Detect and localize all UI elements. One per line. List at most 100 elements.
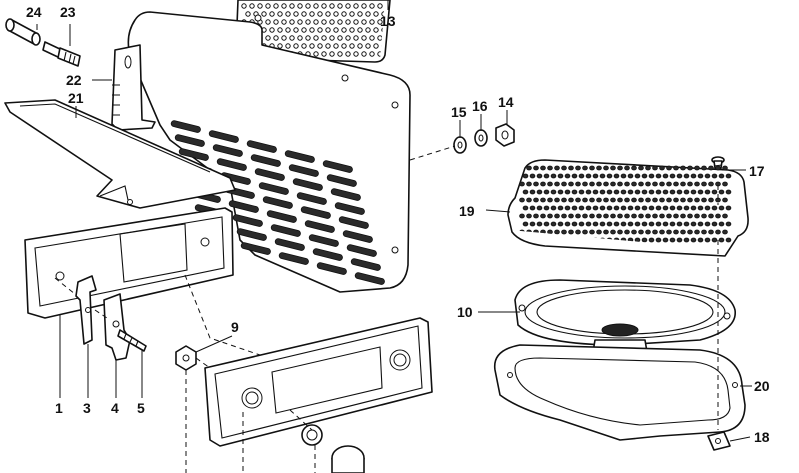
perforation (631, 181, 637, 187)
perforation (317, 43, 323, 49)
perforation (589, 181, 595, 187)
perforation (718, 189, 725, 195)
callout-5: 5 (137, 400, 145, 416)
vent-slot (170, 120, 201, 133)
perforation (357, 11, 363, 17)
perforation (536, 221, 543, 227)
perforation (655, 189, 662, 195)
perforation (701, 197, 707, 203)
perforation (659, 213, 665, 219)
perforation (708, 213, 714, 219)
perforation (543, 221, 550, 227)
perforation (365, 43, 371, 49)
perforation (578, 189, 585, 195)
perforation (704, 173, 711, 179)
vent-slot (236, 228, 267, 241)
perforation (610, 197, 616, 203)
perforation (652, 165, 658, 171)
perforation (666, 229, 672, 235)
perforation (624, 197, 630, 203)
perforation (711, 189, 718, 195)
perforation (631, 213, 637, 219)
perforation (297, 35, 303, 41)
perforation (578, 221, 585, 227)
perforation (568, 229, 574, 235)
part-14-nut (495, 123, 515, 147)
perforation (648, 205, 655, 211)
part-20-mounting-ring (493, 344, 746, 441)
perforation (533, 197, 539, 203)
perforation (333, 27, 339, 33)
perforation (673, 213, 679, 219)
perforation (662, 205, 669, 211)
vent-slot (258, 182, 289, 195)
callout-13: 13 (380, 13, 396, 29)
vent-slot (338, 216, 369, 229)
perforation (596, 197, 602, 203)
perforation (269, 27, 275, 33)
perforation (561, 197, 567, 203)
perforation (540, 165, 546, 171)
perforation (687, 181, 693, 187)
perforation (690, 189, 697, 195)
perforation (694, 197, 700, 203)
callout-22: 22 (66, 72, 82, 88)
part-1-rear-frame (24, 207, 234, 319)
perforation (680, 181, 686, 187)
perforation (345, 3, 351, 9)
perforation (575, 165, 581, 171)
perforation (676, 205, 683, 211)
vent-slot (246, 140, 277, 153)
perforation (599, 189, 606, 195)
perforation (652, 213, 658, 219)
vent-slot (266, 210, 297, 223)
perforation (655, 221, 662, 227)
callout-24: 24 (26, 4, 42, 20)
vent-slot (174, 134, 205, 147)
perforation (638, 181, 644, 187)
perforation (683, 189, 690, 195)
perforation (627, 189, 634, 195)
perforation (627, 173, 634, 179)
perforation (369, 51, 375, 57)
perforation (638, 229, 644, 235)
perforation (373, 27, 379, 33)
perforation (641, 189, 648, 195)
perforation (638, 213, 644, 219)
perforation (564, 173, 571, 179)
perforation (571, 205, 578, 211)
perforation (690, 237, 697, 243)
perforation (648, 221, 655, 227)
perforation (554, 229, 560, 235)
callout-14: 14 (498, 94, 514, 110)
perforation (722, 197, 728, 203)
perforation (329, 35, 335, 41)
perforation (641, 173, 648, 179)
perforation (620, 205, 627, 211)
perforation (361, 35, 367, 41)
perforation (697, 173, 704, 179)
perforation (694, 213, 700, 219)
perforation (297, 19, 303, 25)
perforation (603, 229, 609, 235)
perforation (305, 35, 311, 41)
perforation (589, 229, 595, 235)
perforation (722, 181, 728, 187)
perforation (634, 189, 641, 195)
perforation (533, 181, 539, 187)
perforation (575, 213, 581, 219)
perforation (585, 189, 592, 195)
perforation (624, 181, 630, 187)
vent-slot (296, 192, 327, 205)
perforation (585, 173, 592, 179)
perforation (589, 165, 595, 171)
perforation (606, 189, 613, 195)
perforation (669, 173, 676, 179)
perforation (333, 43, 339, 49)
perforation (603, 197, 609, 203)
perforation (547, 165, 553, 171)
perforation (349, 43, 355, 49)
perforation (711, 173, 718, 179)
perforation (526, 213, 532, 219)
perforation (265, 3, 271, 9)
